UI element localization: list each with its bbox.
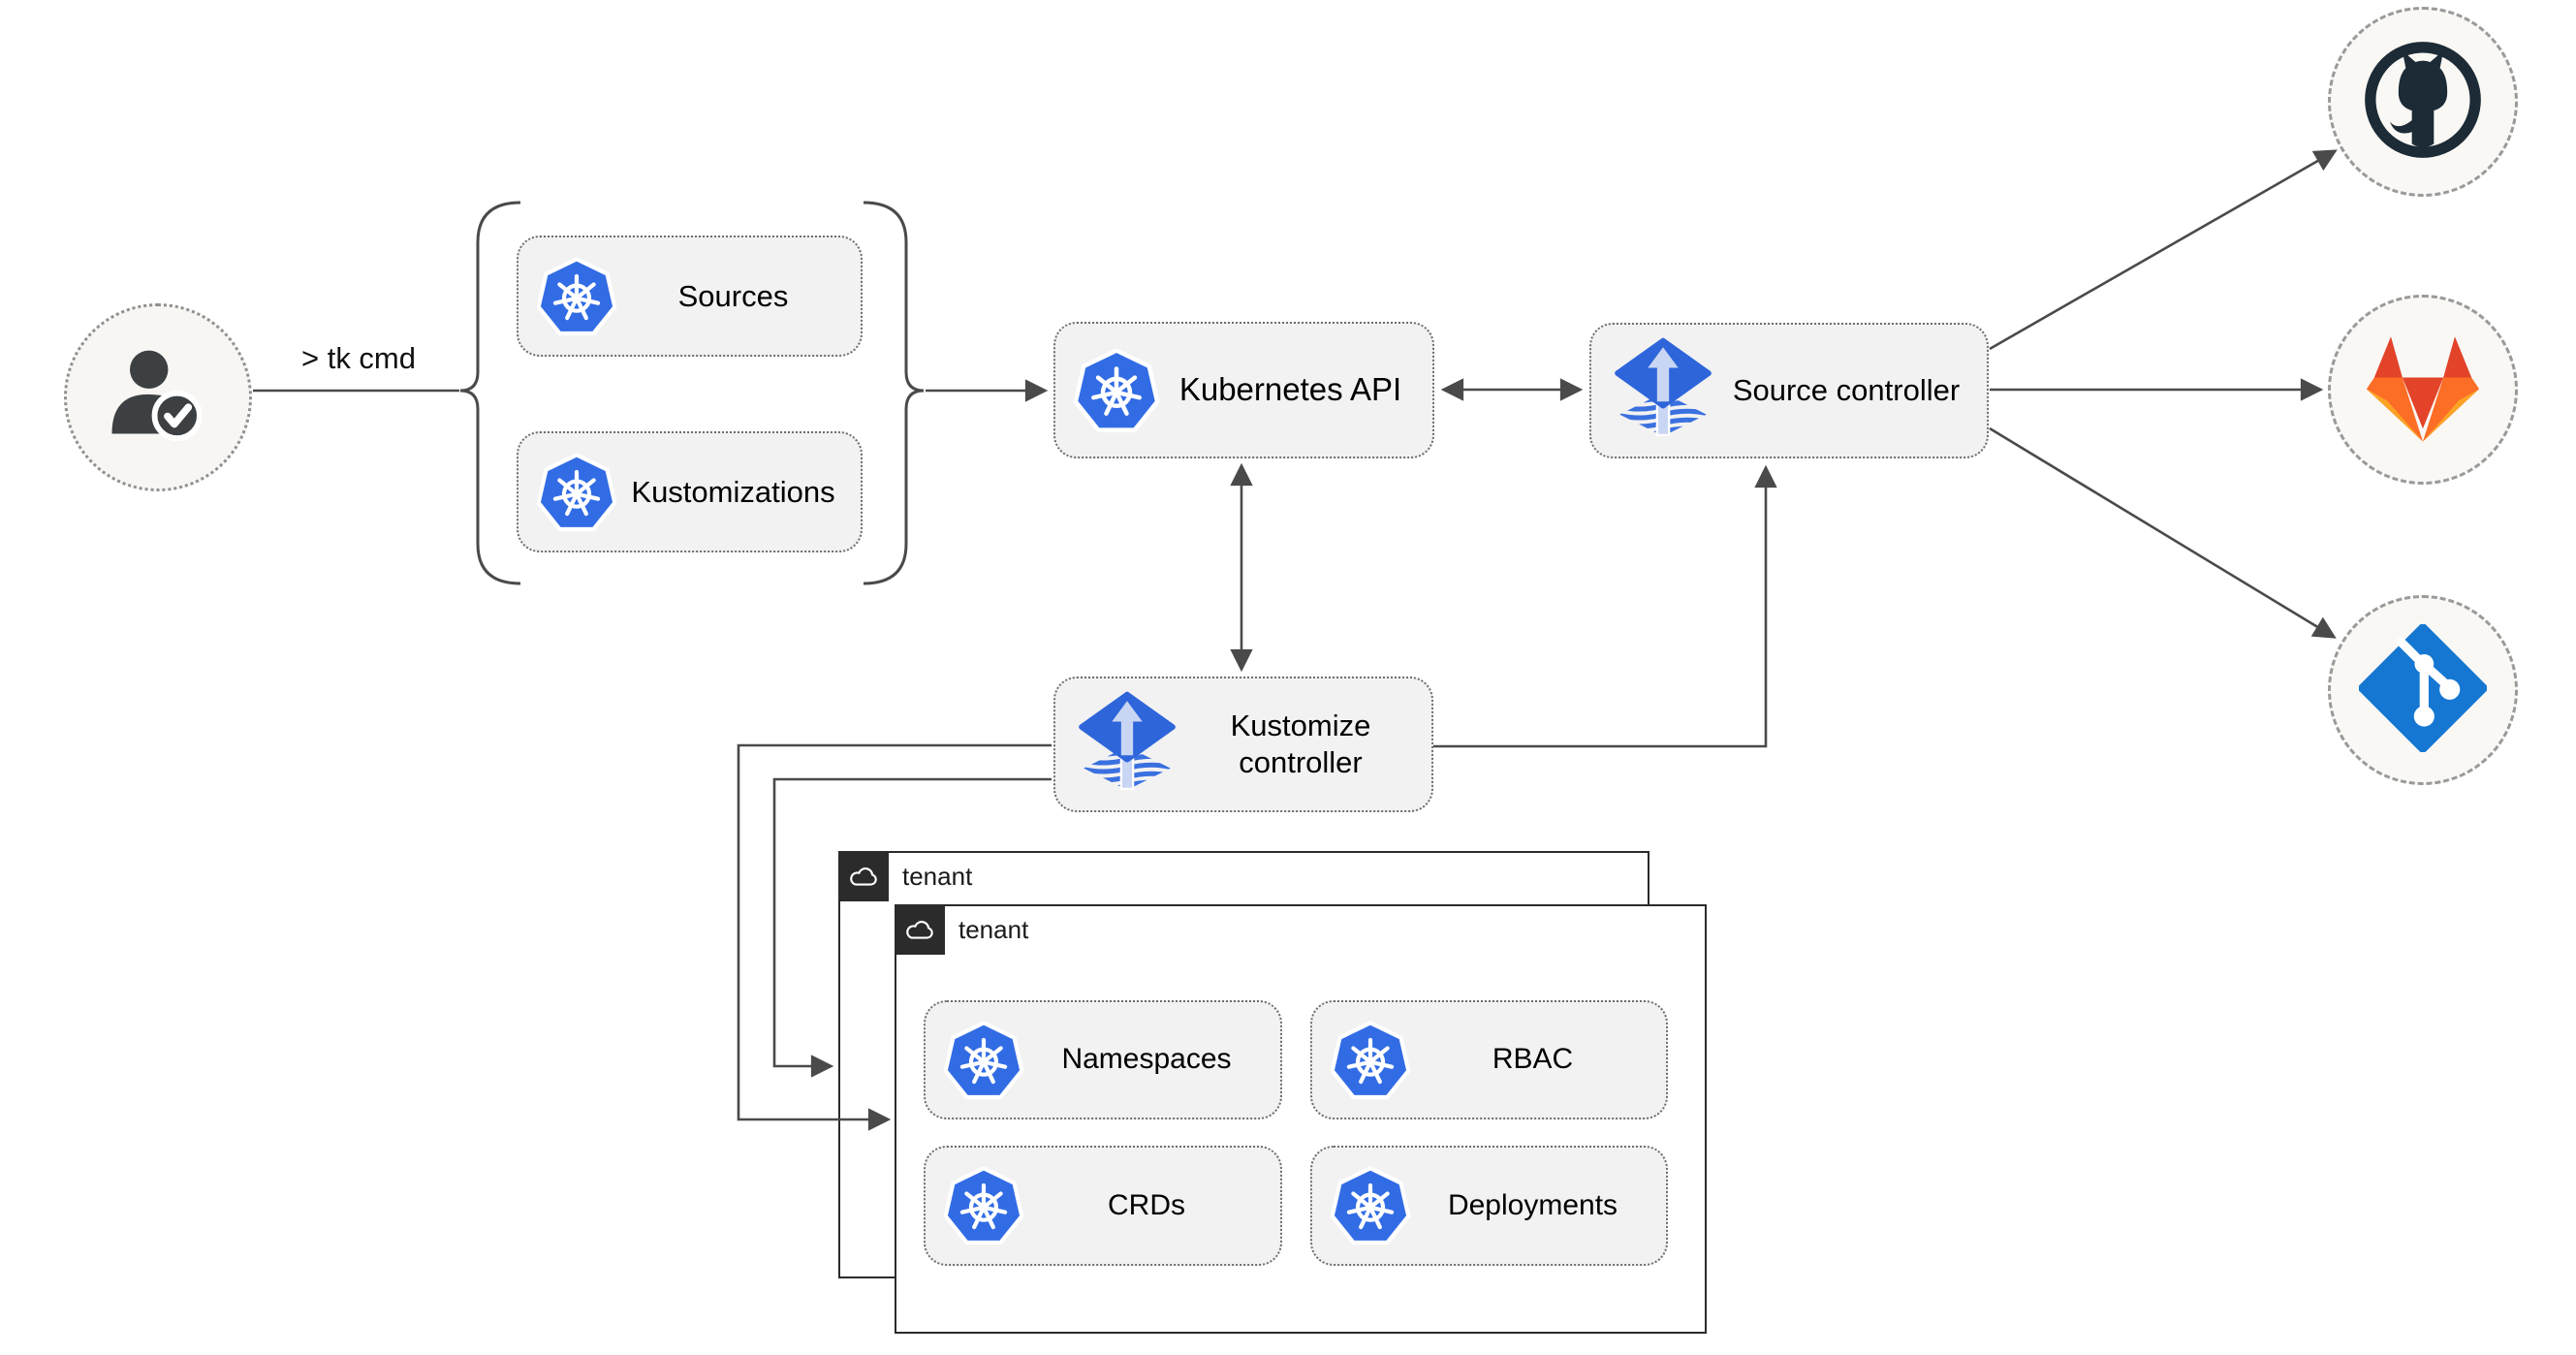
kubernetes-icon xyxy=(943,1165,1024,1246)
github-provider-node xyxy=(2328,7,2518,197)
kubernetes-icon xyxy=(1330,1165,1411,1246)
namespaces-node: Namespaces xyxy=(924,1000,1282,1119)
kubernetes-icon xyxy=(1330,1020,1411,1101)
right-brace xyxy=(863,201,925,585)
deployments-label: Deployments xyxy=(1447,1188,1618,1221)
cloud-icon xyxy=(895,904,945,955)
kubernetes-icon xyxy=(943,1020,1024,1101)
tenant-front-label: tenant xyxy=(958,915,1029,944)
rbac-node: RBAC xyxy=(1310,1000,1668,1119)
kustomize-controller-label: Kustomize controller xyxy=(1230,709,1371,779)
deployments-node: Deployments xyxy=(1310,1146,1668,1266)
edge-source-github xyxy=(1989,149,2338,351)
kustomizations-node: Kustomizations xyxy=(517,431,863,552)
sources-node: Sources xyxy=(517,236,863,357)
user-node xyxy=(64,303,252,491)
cli-command-label: > tk cmd xyxy=(300,341,416,375)
tenant-back-label: tenant xyxy=(902,862,973,891)
kubernetes-api-label: Kubernetes API xyxy=(1178,371,1402,408)
kubernetes-icon xyxy=(536,256,617,337)
rbac-label: RBAC xyxy=(1492,1043,1574,1076)
sources-label: Sources xyxy=(677,278,789,313)
kubernetes-icon xyxy=(1073,347,1160,434)
source-controller-node: Source controller xyxy=(1589,323,1989,458)
person-check-icon xyxy=(102,339,214,457)
edge-source-git xyxy=(1989,426,2337,639)
gitlab-icon xyxy=(2359,329,2487,452)
kubernetes-api-node: Kubernetes API xyxy=(1053,322,1434,458)
git-icon xyxy=(2358,622,2488,757)
git-provider-node xyxy=(2328,595,2518,785)
crds-node: CRDs xyxy=(924,1146,1282,1266)
kustomizations-label: Kustomizations xyxy=(631,474,835,509)
kustomize-controller-node: Kustomize controller xyxy=(1053,677,1433,812)
flux-icon xyxy=(1609,336,1717,445)
flux-icon xyxy=(1073,690,1181,799)
github-icon xyxy=(2362,39,2484,166)
namespaces-label: Namespaces xyxy=(1061,1043,1232,1076)
left-brace xyxy=(459,201,521,585)
source-controller-label: Source controller xyxy=(1732,373,1961,408)
edge-kustomize-source xyxy=(1433,464,1777,748)
cloud-icon xyxy=(838,851,889,901)
kubernetes-icon xyxy=(536,452,617,533)
crds-label: CRDs xyxy=(1108,1188,1185,1221)
gitlab-provider-node xyxy=(2328,295,2518,485)
